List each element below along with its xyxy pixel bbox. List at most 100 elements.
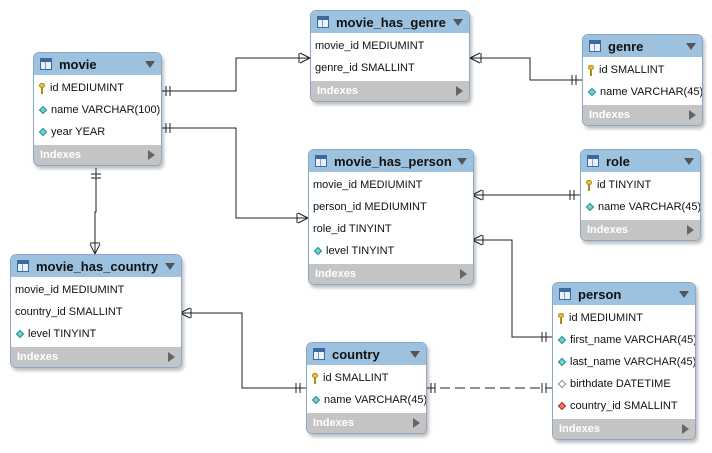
column-row[interactable]: movie_id MEDIUMINT — [309, 174, 473, 196]
indexes-label: Indexes — [589, 109, 630, 121]
table-header[interactable]: country — [307, 343, 426, 365]
column-row[interactable]: last_name VARCHAR(45) — [553, 351, 695, 373]
column-row[interactable]: id SMALLINT — [307, 367, 426, 389]
column-row[interactable]: role_id TINYINT — [309, 218, 473, 240]
table-header[interactable]: movie — [34, 53, 161, 75]
column-label: person_id MEDIUMINT — [313, 201, 427, 213]
table-title: movie — [59, 56, 97, 72]
column-row[interactable]: id MEDIUMINT — [553, 307, 695, 329]
table-menu-dropdown-icon[interactable] — [679, 290, 689, 298]
table-person[interactable]: person id MEDIUMINT first_name VARCHAR(4… — [552, 282, 696, 440]
indexes-label: Indexes — [313, 417, 354, 429]
column-row[interactable]: country_id SMALLINT — [11, 301, 181, 323]
indexes-section[interactable]: Indexes — [553, 419, 695, 439]
column-row[interactable]: movie_id MEDIUMINT — [11, 279, 181, 301]
column-label: last_name VARCHAR(45) — [570, 356, 696, 368]
connector-role-movie-has-person — [471, 189, 580, 201]
table-header[interactable]: genre — [583, 35, 702, 57]
expand-arrow-icon[interactable] — [456, 86, 463, 96]
indexes-label: Indexes — [559, 423, 600, 435]
column-label: year YEAR — [51, 126, 106, 138]
table-header[interactable]: role — [581, 150, 700, 172]
column-row[interactable]: name VARCHAR(45) — [581, 196, 700, 218]
column-row[interactable]: name VARCHAR(45) — [583, 81, 702, 103]
indexes-section[interactable]: Indexes — [307, 413, 426, 433]
table-menu-dropdown-icon[interactable] — [410, 350, 420, 358]
indexes-section[interactable]: Indexes — [581, 220, 700, 240]
table-menu-dropdown-icon[interactable] — [145, 60, 155, 68]
indexes-label: Indexes — [17, 351, 58, 363]
column-row[interactable]: country_id SMALLINT — [553, 395, 695, 417]
table-icon — [317, 16, 329, 28]
column-label: genre_id SMALLINT — [315, 62, 415, 74]
indexes-label: Indexes — [315, 268, 356, 280]
column-row[interactable]: genre_id SMALLINT — [311, 57, 469, 79]
table-genre[interactable]: genre id SMALLINT name VARCHAR(45) Index… — [582, 34, 703, 126]
table-header[interactable]: movie_has_country — [11, 255, 181, 277]
table-header[interactable]: movie_has_genre — [311, 11, 469, 33]
indexes-label: Indexes — [587, 224, 628, 236]
table-menu-dropdown-icon[interactable] — [686, 42, 696, 50]
column-row[interactable]: level TINYINT — [11, 323, 181, 345]
column-row[interactable]: id SMALLINT — [583, 59, 702, 81]
table-movie-has-person[interactable]: movie_has_person movie_id MEDIUMINT pers… — [308, 149, 474, 285]
table-title: genre — [608, 38, 644, 54]
indexes-section[interactable]: Indexes — [311, 81, 469, 101]
expand-arrow-icon[interactable] — [168, 352, 175, 362]
table-menu-dropdown-icon[interactable] — [684, 157, 694, 165]
column-diamond-icon — [585, 202, 595, 212]
column-label: id TINYINT — [597, 179, 652, 191]
table-menu-dropdown-icon[interactable] — [453, 18, 463, 26]
column-label: level TINYINT — [28, 328, 97, 340]
column-label: id MEDIUMINT — [569, 312, 643, 324]
column-label: level TINYINT — [326, 245, 395, 257]
primary-key-icon — [311, 372, 320, 384]
column-label: id MEDIUMINT — [50, 82, 124, 94]
column-label: name VARCHAR(100) — [51, 104, 161, 116]
table-title: person — [578, 286, 622, 302]
column-diamond-icon — [38, 127, 48, 137]
table-icon — [559, 288, 571, 300]
primary-key-icon — [557, 312, 566, 324]
table-movie-has-country[interactable]: movie_has_country movie_id MEDIUMINT cou… — [10, 254, 182, 368]
expand-arrow-icon[interactable] — [689, 110, 696, 120]
column-label: movie_id MEDIUMINT — [315, 40, 425, 52]
column-row[interactable]: birthdate DATETIME — [553, 373, 695, 395]
column-row[interactable]: movie_id MEDIUMINT — [311, 35, 469, 57]
column-row[interactable]: name VARCHAR(100) — [34, 99, 161, 121]
indexes-section[interactable]: Indexes — [309, 264, 473, 284]
expand-arrow-icon[interactable] — [413, 418, 420, 428]
expand-arrow-icon[interactable] — [682, 424, 689, 434]
nullable-column-diamond-icon — [557, 379, 567, 389]
connector-movie-movie-has-person — [160, 123, 309, 224]
column-row[interactable]: first_name VARCHAR(45) — [553, 329, 695, 351]
primary-key-icon — [585, 179, 594, 191]
table-header[interactable]: person — [553, 283, 695, 305]
connector-country-person — [425, 383, 552, 393]
table-movie-has-genre[interactable]: movie_has_genre movie_id MEDIUMINT genre… — [310, 10, 470, 102]
column-row[interactable]: id MEDIUMINT — [34, 77, 161, 99]
indexes-section[interactable]: Indexes — [583, 105, 702, 125]
expand-arrow-icon[interactable] — [460, 269, 467, 279]
table-menu-dropdown-icon[interactable] — [165, 262, 175, 270]
column-label: country_id SMALLINT — [15, 306, 123, 318]
column-diamond-icon — [313, 246, 323, 256]
column-row[interactable]: person_id MEDIUMINT — [309, 196, 473, 218]
table-icon — [315, 155, 327, 167]
table-movie[interactable]: movie id MEDIUMINT name VARCHAR(100) yea… — [33, 52, 162, 166]
table-menu-dropdown-icon[interactable] — [457, 157, 467, 165]
table-title: movie_has_person — [334, 153, 452, 169]
column-row[interactable]: name VARCHAR(45) — [307, 389, 426, 411]
table-role[interactable]: role id TINYINT name VARCHAR(45) Indexes — [580, 149, 701, 241]
table-header[interactable]: movie_has_person — [309, 150, 473, 172]
column-label: first_name VARCHAR(45) — [570, 334, 696, 346]
column-row[interactable]: id TINYINT — [581, 174, 700, 196]
table-country[interactable]: country id SMALLINT name VARCHAR(45) Ind… — [306, 342, 427, 434]
indexes-section[interactable]: Indexes — [11, 347, 181, 367]
indexes-section[interactable]: Indexes — [34, 145, 161, 165]
expand-arrow-icon[interactable] — [148, 150, 155, 160]
column-label: role_id TINYINT — [313, 223, 392, 235]
column-row[interactable]: year YEAR — [34, 121, 161, 143]
column-row[interactable]: level TINYINT — [309, 240, 473, 262]
expand-arrow-icon[interactable] — [687, 225, 694, 235]
